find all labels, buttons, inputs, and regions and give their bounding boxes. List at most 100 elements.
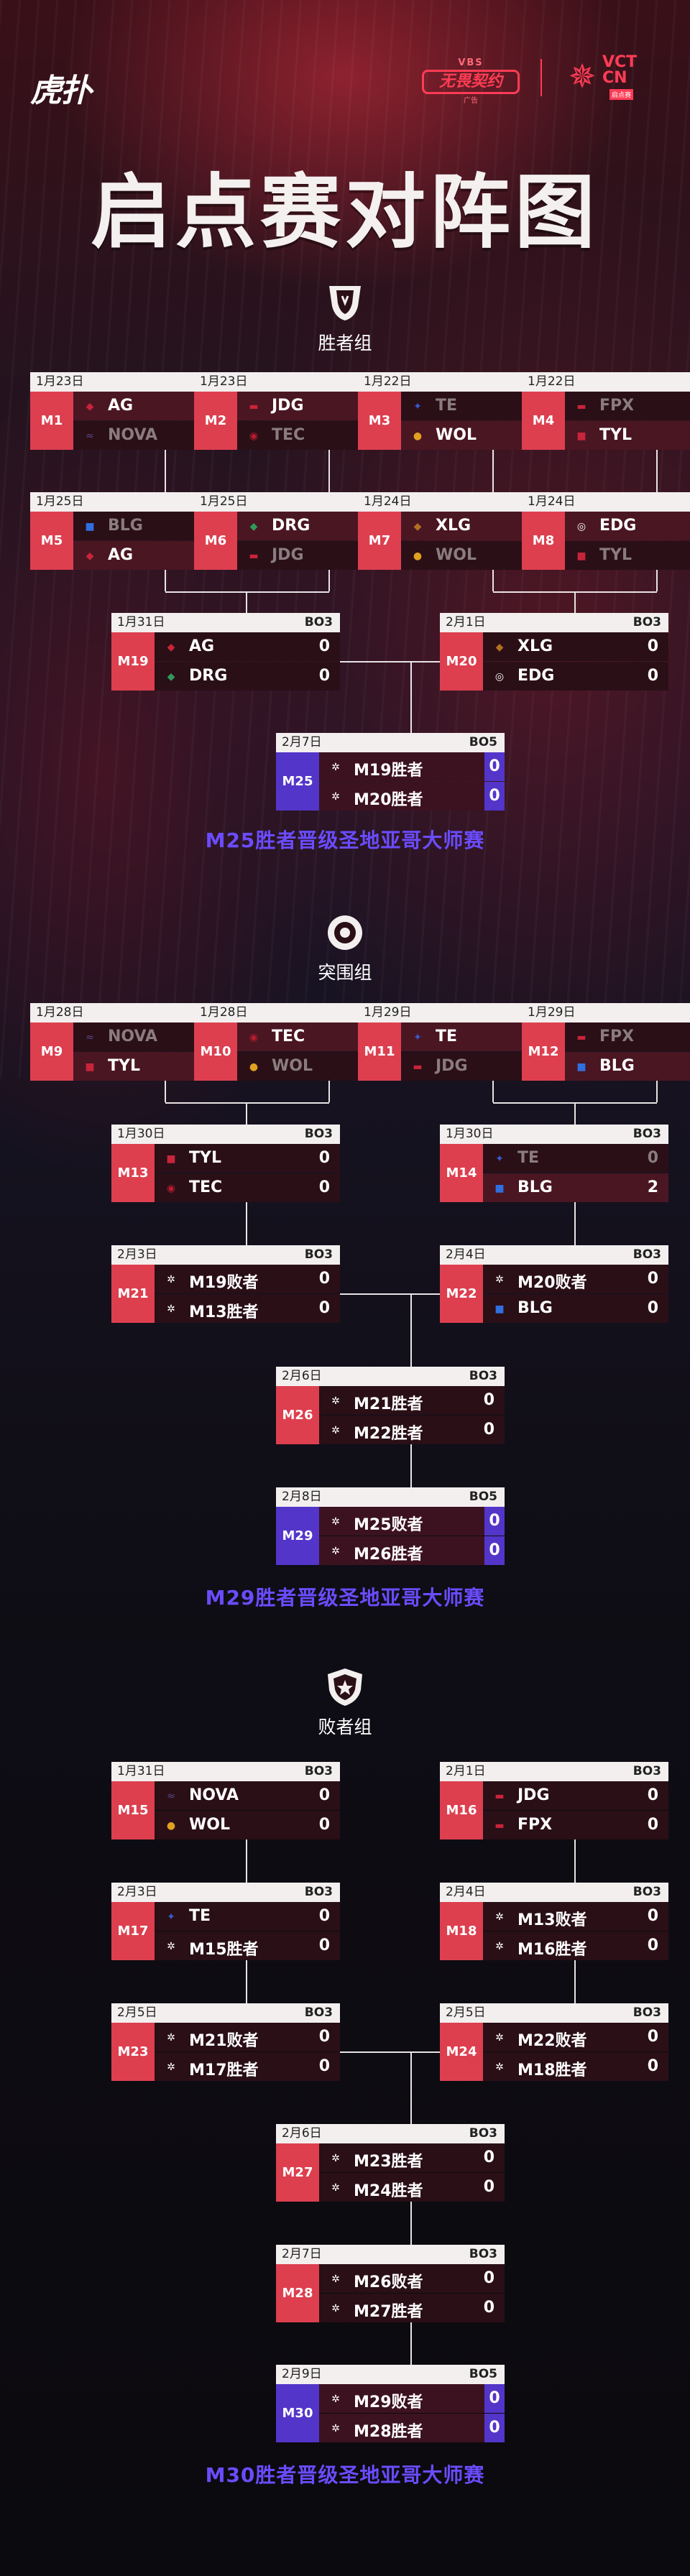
team-row[interactable]: ◆ XLG 0 — [483, 632, 668, 661]
team-score: 0 — [318, 1786, 330, 1804]
match-header: 2月7日 BO3 — [276, 2245, 505, 2264]
match-id: M22 — [440, 1265, 483, 1323]
team-name: XLG — [518, 637, 553, 655]
match-card-m15[interactable]: 1月31日 BO3 M15 ≈ NOVA 0 ● WOL 0 — [111, 1762, 340, 1839]
match-card-m25[interactable]: 2月7日 BO5 M25 ✲ M19胜者 0 ✲ M20胜者 0 — [276, 733, 505, 811]
team-row[interactable]: ● WOL 0 — [155, 1811, 340, 1839]
team-row[interactable]: ✲ M19败者 0 — [155, 1265, 340, 1293]
team-name: NOVA — [189, 1786, 239, 1804]
team-row[interactable]: ▬ FPX 0 — [483, 1811, 668, 1839]
match-card-m23[interactable]: 2月5日 BO3 M23 ✲ M21败者 0 ✲ M17胜者 0 — [111, 2003, 340, 2081]
team-name: BLG — [518, 1299, 553, 1317]
match-card-m16[interactable]: 2月1日 BO3 M16 ▬ JDG 0 ▬ FPX 0 — [440, 1762, 668, 1839]
team-name: M24胜者 — [354, 2182, 423, 2200]
match-id: M23 — [111, 2023, 155, 2081]
edg-icon: ◎ — [576, 521, 586, 532]
team-row[interactable]: ■ TYL 0 — [565, 541, 690, 570]
team-row[interactable]: ◎ EDG 0 — [483, 662, 668, 691]
match-header: 1月31日 BO3 — [111, 1762, 340, 1781]
team-row[interactable]: ✲ M20胜者 0 — [319, 782, 505, 811]
team-row[interactable]: ■ BLG 2 — [483, 1173, 668, 1202]
team-row[interactable]: ✲ M23胜者 0 — [319, 2143, 505, 2172]
team-row[interactable]: ✲ M28胜者 0 — [319, 2414, 505, 2442]
team-row[interactable]: ≈ NOVA 0 — [155, 1781, 340, 1810]
connector-line — [410, 1293, 412, 1367]
match-card-m12[interactable]: 1月29日 BO3 M12 ▬ FPX 0 ■ BLG 2 — [522, 1003, 690, 1081]
team-row[interactable]: ■ BLG 0 — [483, 1294, 668, 1323]
team-name: JDG — [436, 1057, 468, 1075]
team-row[interactable]: ▬ FPX 0 — [565, 392, 690, 420]
team-row[interactable]: ▬ FPX 0 — [565, 1022, 690, 1051]
match-card-m26[interactable]: 2月6日 BO3 M26 ✲ M21胜者 0 ✲ M22胜者 0 — [276, 1367, 505, 1444]
team-score: 0 — [483, 1421, 494, 1439]
team-row[interactable]: ✲ M19胜者 0 — [319, 752, 505, 781]
match-date: 2月5日 — [446, 2005, 486, 2020]
team-row[interactable]: ✲ M21胜者 0 — [319, 1386, 505, 1415]
match-card-m29[interactable]: 2月8日 BO5 M29 ✲ M25败者 0 ✲ M26胜者 0 — [276, 1487, 505, 1565]
team-name: FPX — [518, 1816, 553, 1834]
team-row[interactable]: ✲ M27胜者 0 — [319, 2294, 505, 2322]
team-row[interactable]: ■ TYL 2 — [565, 421, 690, 450]
team-row[interactable]: ✲ M16胜者 0 — [483, 1931, 668, 1960]
team-row[interactable]: ✲ M22胜者 0 — [319, 1416, 505, 1444]
team-row[interactable]: ■ BLG 2 — [565, 1052, 690, 1081]
wol-icon: ● — [413, 430, 423, 442]
team-row[interactable]: ✦ TE 0 — [483, 1144, 668, 1173]
blg-icon: ■ — [85, 521, 95, 532]
team-row[interactable]: ✲ M18胜者 0 — [483, 2052, 668, 2081]
team-row[interactable]: ✲ M21败者 0 — [155, 2023, 340, 2051]
team-score: 0 — [483, 2178, 494, 2196]
team-row[interactable]: ◎ EDG 2 — [565, 512, 690, 540]
connector-line — [328, 450, 330, 492]
team-row[interactable]: ✲ M29败者 0 — [319, 2384, 505, 2413]
team-name: AG — [108, 397, 134, 415]
team-row[interactable]: ✲ M24胜者 0 — [319, 2173, 505, 2202]
match-card-m19[interactable]: 1月31日 BO3 M19 ◆ AG 0 ◆ DRG 0 — [111, 613, 340, 691]
team-name: M19胜者 — [354, 762, 423, 780]
match-card-m8[interactable]: 1月24日 BO3 M8 ◎ EDG 2 ■ TYL 0 — [522, 492, 690, 570]
match-header: 2月8日 BO5 — [276, 1487, 505, 1507]
team-name: WOL — [189, 1816, 230, 1834]
match-card-m18[interactable]: 2月4日 BO3 M18 ✲ M13败者 0 ✲ M16胜者 0 — [440, 1883, 668, 1960]
sponsor-sub-text: 广告 — [464, 97, 478, 105]
team-row[interactable]: ■ TYL 0 — [155, 1144, 340, 1173]
team-row[interactable]: ✲ M26败者 0 — [319, 2264, 505, 2293]
match-card-m4[interactable]: 1月22日 BO3 M4 ▬ FPX 0 ■ TYL 2 — [522, 372, 690, 450]
team-row[interactable]: ◉ TEC 0 — [155, 1173, 340, 1202]
connector-line — [492, 1081, 494, 1102]
match-card-m22[interactable]: 2月4日 BO3 M22 ✲ M20败者 0 ■ BLG 0 — [440, 1245, 668, 1323]
team-row[interactable]: ✲ M17胜者 0 — [155, 2052, 340, 2081]
team-row[interactable]: ✲ M13胜者 0 — [155, 1294, 340, 1323]
team-row[interactable]: ✲ M13败者 0 — [483, 1902, 668, 1931]
team-row[interactable]: ◆ AG 0 — [155, 632, 340, 661]
connector-line — [574, 1202, 576, 1245]
match-card-m27[interactable]: 2月6日 BO3 M27 ✲ M23胜者 0 ✲ M24胜者 0 — [276, 2124, 505, 2202]
match-card-m17[interactable]: 2月3日 BO3 M17 ✦ TE 0 ✲ M15胜者 0 — [111, 1883, 340, 1960]
match-card-m14[interactable]: 1月30日 BO3 M14 ✦ TE 0 ■ BLG 2 — [440, 1125, 668, 1202]
match-header: 1月30日 BO3 — [111, 1125, 340, 1144]
match-card-m24[interactable]: 2月5日 BO3 M24 ✲ M22败者 0 ✲ M18胜者 0 — [440, 2003, 668, 2081]
team-row[interactable]: ✦ TE 0 — [155, 1902, 340, 1931]
team-row[interactable]: ▬ JDG 0 — [483, 1781, 668, 1810]
star-icon: ✲ — [331, 1546, 340, 1557]
match-card-m20[interactable]: 2月1日 BO3 M20 ◆ XLG 0 ◎ EDG 0 — [440, 613, 668, 691]
match-date: 1月22日 — [528, 374, 576, 389]
match-card-m28[interactable]: 2月7日 BO3 M28 ✲ M26败者 0 ✲ M27胜者 0 — [276, 2245, 505, 2322]
team-score: 0 — [318, 2057, 330, 2075]
match-format: BO3 — [469, 1369, 497, 1383]
team-row[interactable]: ◆ DRG 0 — [155, 662, 340, 691]
team-score: 0 — [647, 637, 658, 655]
connector-line — [165, 1081, 166, 1102]
team-row[interactable]: ✲ M26胜者 0 — [319, 1536, 505, 1565]
connector-line — [328, 570, 330, 591]
connector-line — [246, 591, 247, 613]
team-row[interactable]: ✲ M25败者 0 — [319, 1507, 505, 1536]
team-row[interactable]: ✲ M15胜者 0 — [155, 1931, 340, 1960]
match-card-m21[interactable]: 2月3日 BO3 M21 ✲ M19败者 0 ✲ M13胜者 0 — [111, 1245, 340, 1323]
team-row[interactable]: ✲ M20败者 0 — [483, 1265, 668, 1293]
match-card-m30[interactable]: 2月9日 BO5 M30 ✲ M29败者 0 ✲ M28胜者 0 — [276, 2365, 505, 2442]
match-card-m13[interactable]: 1月30日 BO3 M13 ■ TYL 0 ◉ TEC 0 — [111, 1125, 340, 1202]
team-row[interactable]: ✲ M22败者 0 — [483, 2023, 668, 2051]
match-format: BO3 — [304, 1127, 333, 1141]
